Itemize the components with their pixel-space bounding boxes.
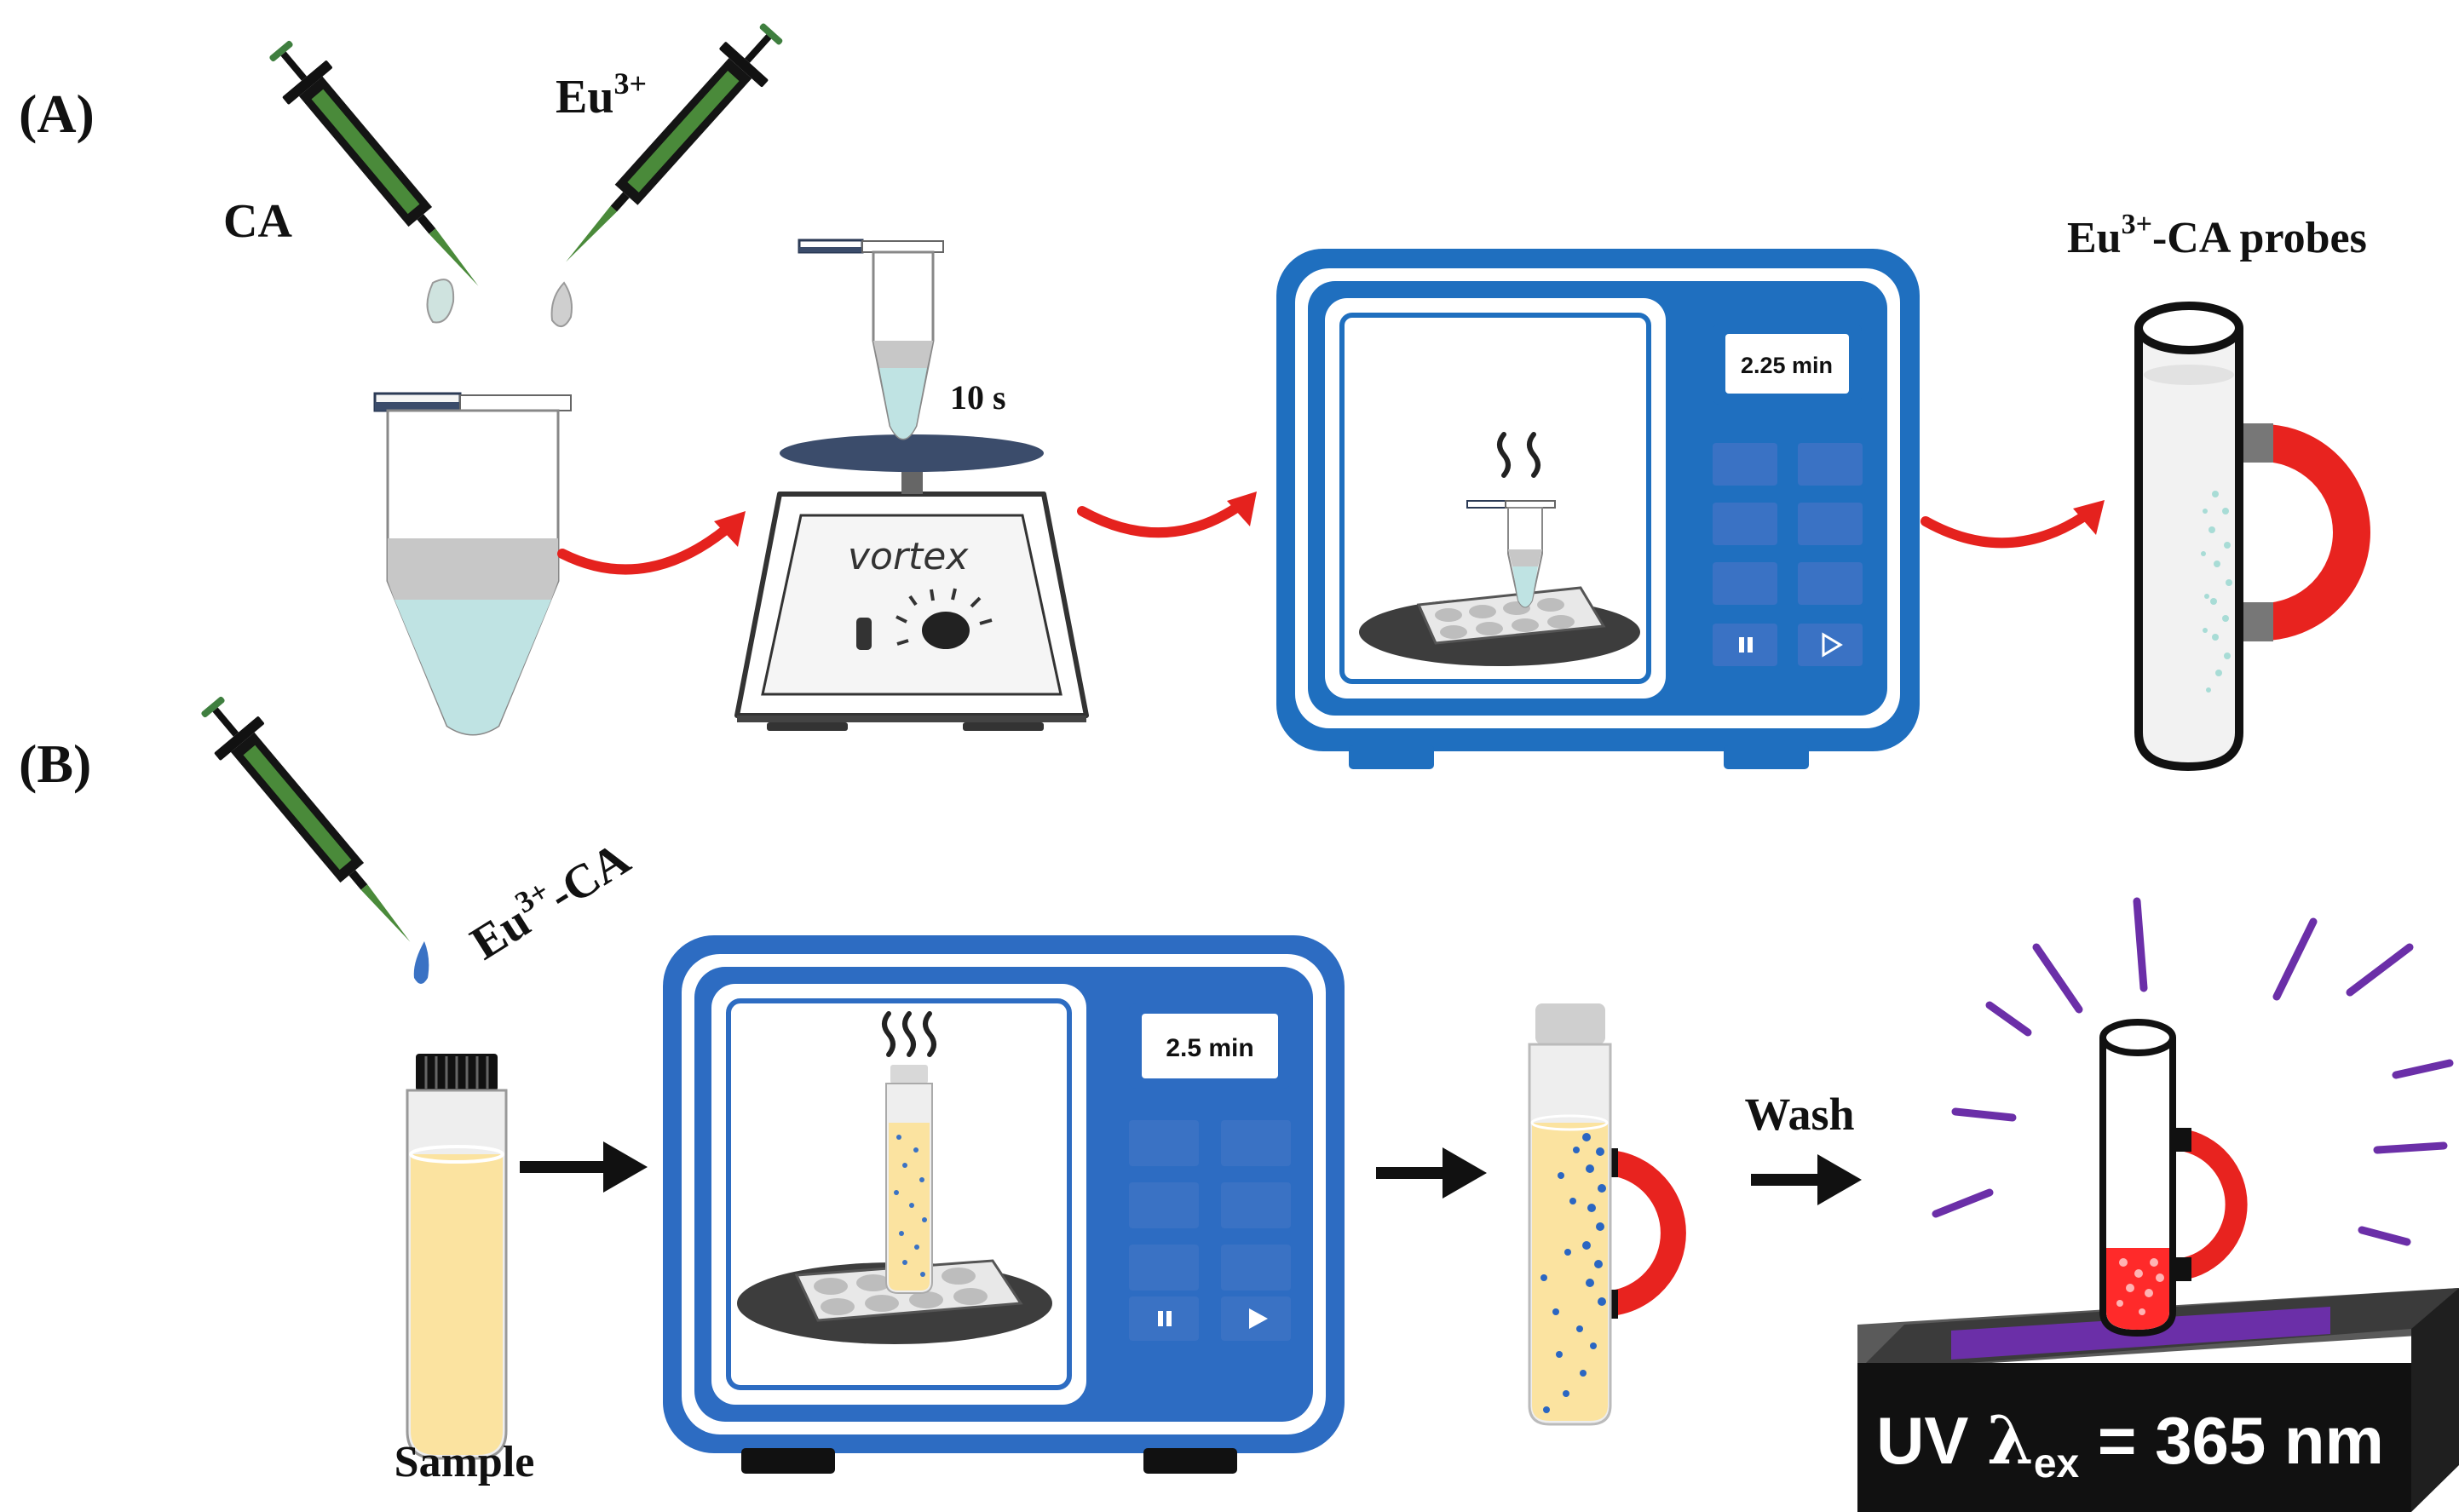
magnet-c-icon [2171, 1128, 2248, 1281]
pause-b-icon [1129, 1296, 1199, 1341]
panel-b-label: (B) [19, 733, 91, 794]
syringe-eu-icon [544, 12, 795, 282]
reagent-eu-label: Eu3+ [556, 66, 647, 124]
play-icon [1798, 624, 1863, 666]
wash-label: Wash [1744, 1089, 1854, 1140]
vortex-time-label: 10 s [950, 378, 1006, 417]
panel-a-label: (A) [19, 83, 95, 144]
arrow-b1-icon [520, 1141, 648, 1193]
arrow-a2-icon [1077, 497, 1249, 538]
eppendorf-tube-icon [373, 392, 573, 736]
magnet-a-icon [2239, 423, 2370, 641]
probe-label: Eu3+-CA [459, 828, 639, 970]
uv-rays-icon [1932, 897, 2454, 1246]
uv-excitation-label: UV λex = 365 nm [1876, 1402, 2384, 1486]
sample-vial-icon [406, 1054, 508, 1460]
syringe-ca-icon [256, 30, 501, 305]
pause-icon [1713, 624, 1777, 666]
vortex-tube-icon [798, 239, 944, 440]
probe-test-tube-icon [2134, 302, 2243, 772]
fluorescent-tube-icon [2099, 1019, 2176, 1337]
syringe-probe-icon [188, 686, 433, 961]
separated-vial-icon [1528, 1003, 1612, 1426]
play-b-icon [1221, 1296, 1291, 1341]
reagent-ca-label: CA [223, 195, 292, 248]
microwave-b-time: 2.5 min [1166, 1034, 1253, 1062]
ca-droplet-icon [426, 279, 455, 324]
microwave-oven-a-icon [1276, 249, 1920, 769]
vortex-label: vortex [848, 535, 969, 578]
sample-label: Sample [394, 1438, 535, 1486]
probe-droplet-icon [413, 941, 429, 984]
arrow-a3-icon [1921, 506, 2097, 549]
product-label: Eu3+-CA probes [2067, 209, 2367, 262]
arrow-b2-icon [1376, 1147, 1487, 1199]
arrow-b3-icon [1751, 1154, 1862, 1205]
vortex-mixer-icon: vortex [734, 434, 1089, 731]
arrow-a1-icon [557, 519, 738, 575]
microwave-oven-b-icon [663, 935, 1345, 1474]
uv-lamp-icon [1857, 1288, 2459, 1512]
microwave-a-time: 2.25 min [1741, 353, 1833, 378]
eu-droplet-icon [550, 281, 573, 327]
